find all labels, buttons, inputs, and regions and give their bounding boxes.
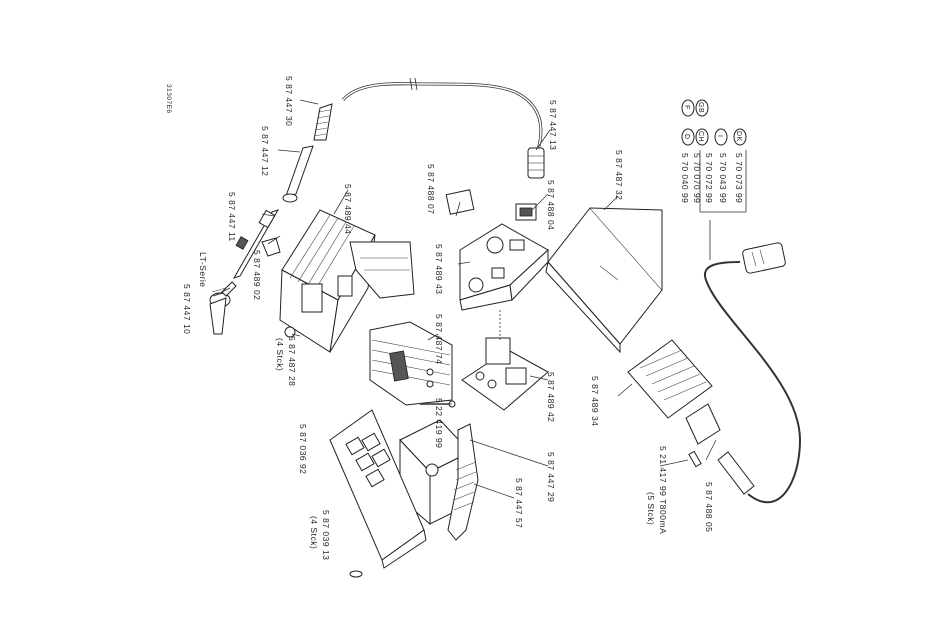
label-587-488-07: 5 87 488 07 — [426, 164, 436, 214]
label-587-447-11: 5 87 447 11 — [227, 192, 237, 242]
housing-frame — [279, 209, 376, 353]
label-587-447-13: 5 87 447 13 — [548, 100, 558, 150]
label-587-447-30: 5 87 447 30 — [284, 76, 294, 126]
country-code-ch: CH — [697, 131, 704, 142]
label-587-447-10: 5 87 447 10 — [182, 284, 192, 334]
label-587-487-32: 5 87 487 32 — [614, 150, 624, 200]
country-code-f: F — [683, 105, 690, 110]
label-587-039-13: 5 87 039 13 — [321, 510, 331, 560]
inlet-socket — [685, 403, 721, 445]
label-4-stck-b: (4 Stck) — [309, 516, 319, 549]
label-587-489-43: 5 87 489 43 — [434, 244, 444, 294]
handle-part — [282, 145, 314, 203]
label-587-489-02: 5 87 489 02 — [252, 250, 262, 300]
label-521-417-99: 5 21 417 99 T800mA — [658, 446, 668, 534]
label-522-419-99: 5 22 419 99 — [434, 398, 444, 448]
plug-part — [717, 451, 755, 495]
mains-cable — [703, 261, 802, 504]
heater-element — [232, 209, 280, 279]
transformer — [369, 321, 453, 406]
power-switch — [515, 203, 537, 221]
handpiece-cable — [341, 82, 543, 151]
stand-clip — [261, 237, 281, 257]
tip-stand — [447, 423, 479, 541]
fuse-part — [688, 450, 702, 468]
front-panel — [459, 223, 549, 311]
country-number-d: 5 70 040 99 — [680, 153, 690, 203]
terminal-block — [627, 339, 713, 419]
label-587-489-42: 5 87 489 42 — [546, 372, 556, 422]
label-587-487-28: 5 87 487 28 — [287, 336, 297, 386]
country-code-d: D — [683, 134, 690, 140]
label-587-447-29: 5 87 447 29 — [546, 452, 556, 502]
label-587-489-44: 5 87 489 44 — [343, 184, 353, 234]
tip-holder — [209, 281, 237, 335]
sleeve-part — [313, 103, 333, 141]
mounting-bracket — [349, 241, 415, 299]
feet-part — [349, 570, 363, 578]
label-587-447-57: 5 87 447 57 — [514, 478, 524, 528]
circuit-board — [461, 310, 549, 411]
country-number-ch: 5 70 072 99 — [704, 153, 714, 203]
label-587-036-92: 5 87 036 92 — [298, 424, 308, 474]
label-587-488-04: 5 87 488 04 — [546, 180, 556, 230]
label-587-489-34: 5 87 489 34 — [590, 376, 600, 426]
country-number-gb: 5 70 070 99 — [692, 153, 702, 203]
country-number-i: 5 70 043 99 — [718, 153, 728, 203]
housing-cover — [545, 207, 663, 354]
label-587-447-12: 5 87 447 12 — [260, 126, 270, 176]
drawing-code: 31307E6 — [165, 84, 172, 114]
label-587-487-74: 5 87 487 74 — [434, 314, 444, 364]
label-lt-serie: LT-Serie — [198, 252, 208, 288]
country-code-dk: DK — [735, 131, 742, 142]
country-code-gb: GB — [697, 102, 704, 113]
country-code-i: I — [716, 135, 723, 137]
country-number-dk: 5 70 073 99 — [734, 153, 744, 203]
mains-plug — [742, 242, 786, 274]
cable-plug — [527, 147, 545, 179]
label-587-488-05: 5 87 488 05 — [704, 482, 714, 532]
country-plug-table: DK 5 70 073 99 I 5 70 043 99 CH 5 70 072… — [680, 99, 747, 213]
label-5-stck: (5 Stck) — [646, 492, 656, 525]
bottom-plate — [329, 409, 427, 569]
label-4-stck-a: (4 Stck) — [275, 338, 285, 371]
